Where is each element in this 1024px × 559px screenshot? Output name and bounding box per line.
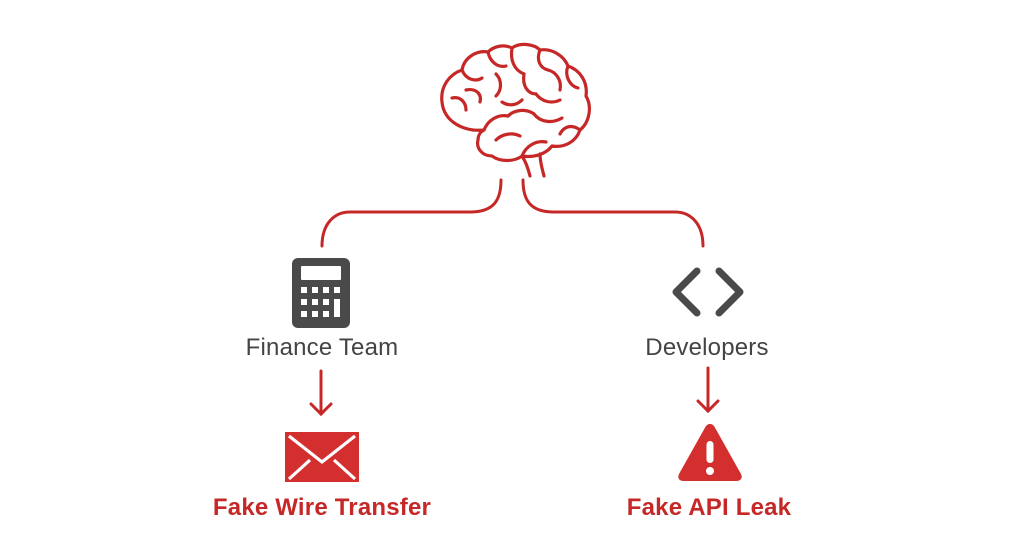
outcome-label-fake-api-leak: Fake API Leak <box>626 494 792 521</box>
envelope-icon <box>285 432 359 482</box>
branch-label-developers: Developers <box>645 334 769 361</box>
outcome-label-fake-wire-transfer: Fake Wire Transfer <box>212 494 432 521</box>
code-brackets-icon <box>672 267 744 317</box>
warning-triangle-icon <box>678 424 742 481</box>
branch-label-finance-team: Finance Team <box>245 334 399 361</box>
brain-icon <box>440 42 591 178</box>
calculator-icon <box>292 258 350 328</box>
